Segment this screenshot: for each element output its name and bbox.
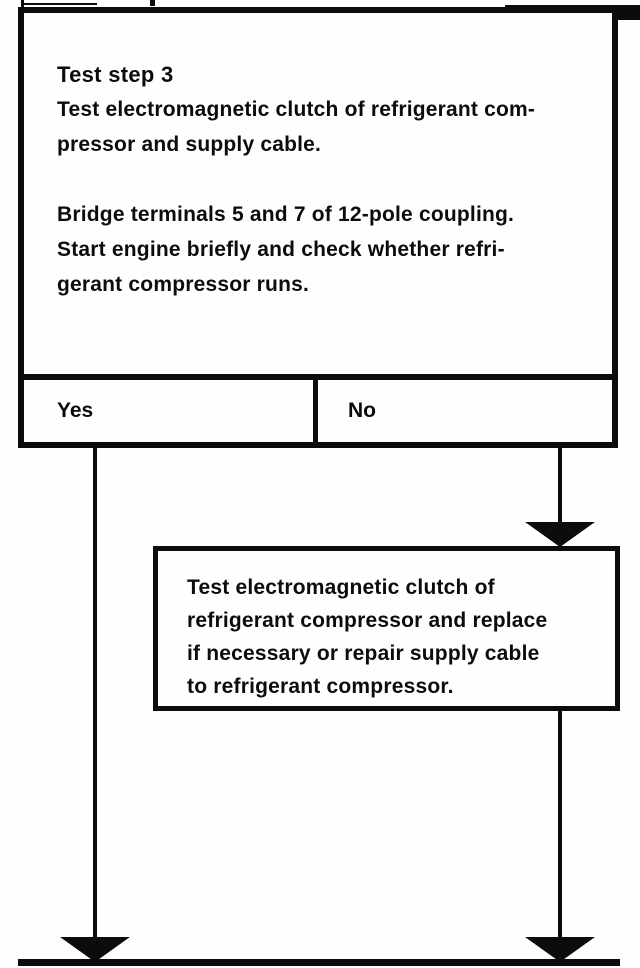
yes-label: Yes xyxy=(57,399,94,422)
action-box: Test electromagnetic clutch of refrigera… xyxy=(153,546,620,711)
flow-terminal-baseline xyxy=(18,959,620,966)
no-label: No xyxy=(348,399,376,422)
action-line: to refrigerant compressor. xyxy=(187,675,454,698)
test-step-description: Test step 3 Test electromagnetic clutch … xyxy=(57,57,588,162)
decision-row: Yes No xyxy=(24,374,612,442)
scan-artifact xyxy=(616,7,640,20)
instruction-line: Start engine briefly and check whether r… xyxy=(57,238,505,261)
action-line: Test electromagnetic clutch of xyxy=(187,576,495,599)
no-branch-arrowhead-to-action xyxy=(525,522,595,547)
no-branch-line-lower xyxy=(558,711,562,937)
action-line: if necessary or repair supply cable xyxy=(187,642,540,665)
description-line: pressor and supply cable. xyxy=(57,133,322,156)
test-step-title: Test step 3 xyxy=(57,62,174,87)
no-branch-cell: No xyxy=(313,380,612,442)
description-line: Test electromagnetic clutch of refrigera… xyxy=(57,98,536,121)
scan-artifact xyxy=(150,0,155,6)
yes-branch-line xyxy=(93,448,97,937)
no-branch-line-upper xyxy=(558,448,562,523)
yes-branch-cell: Yes xyxy=(24,380,313,442)
instruction-line: gerant compressor runs. xyxy=(57,273,310,296)
scan-artifact xyxy=(21,0,24,9)
action-line: refrigerant compressor and replace xyxy=(187,609,548,632)
test-step-instructions: Bridge terminals 5 and 7 of 12-pole coup… xyxy=(57,197,588,302)
scan-artifact xyxy=(23,3,97,5)
test-step-box: Test step 3 Test electromagnetic clutch … xyxy=(18,7,618,448)
test-step-content: Test step 3 Test electromagnetic clutch … xyxy=(24,13,612,374)
instruction-line: Bridge terminals 5 and 7 of 12-pole coup… xyxy=(57,203,515,226)
